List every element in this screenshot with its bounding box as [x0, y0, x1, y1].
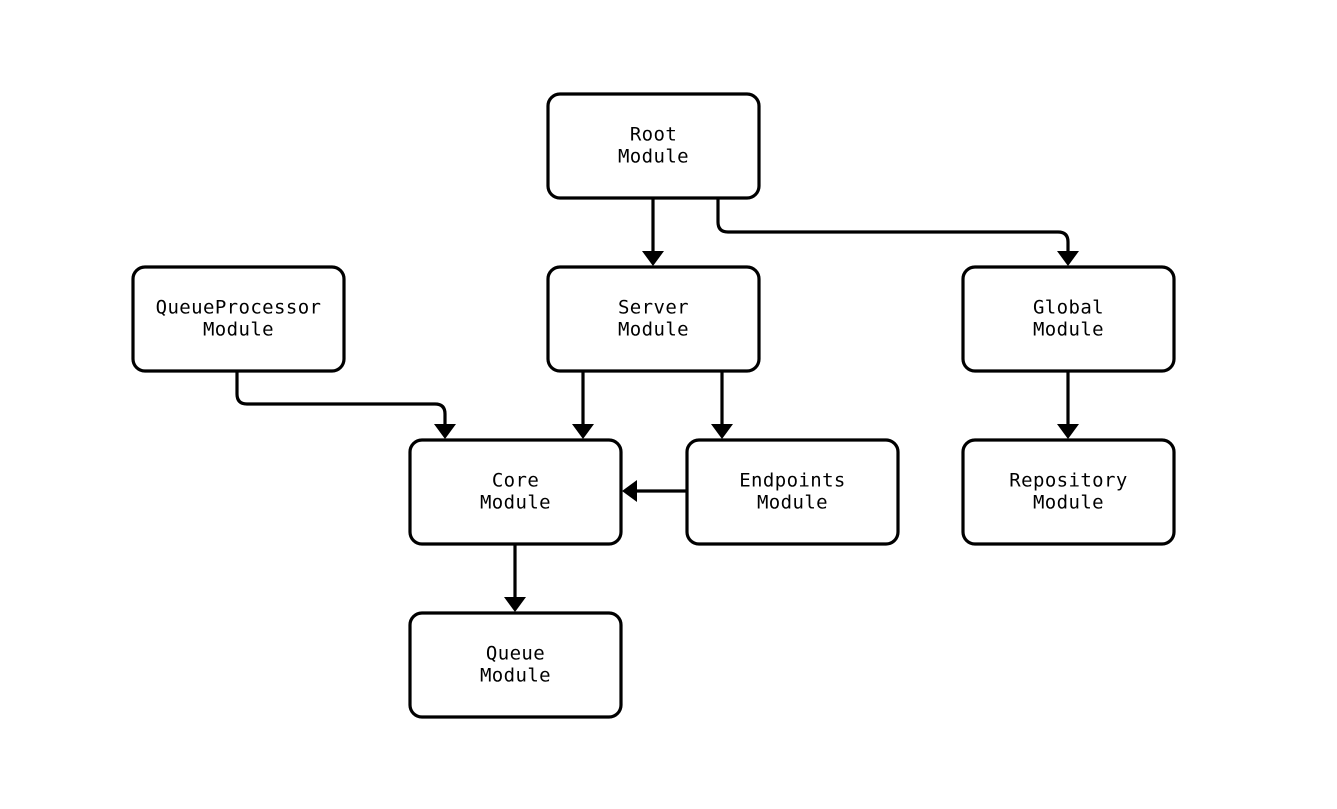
- node-label-line1: Server: [618, 297, 689, 319]
- edge-arrowhead: [504, 597, 526, 612]
- edge-arrowhead: [434, 424, 456, 439]
- edge-arrowhead: [711, 424, 733, 439]
- node-label-line2: Module: [618, 319, 689, 341]
- node-box[interactable]: [408, 438, 623, 546]
- edge-root-to-global: [716, 198, 1079, 266]
- edge-global-to-repository: [1057, 371, 1079, 439]
- node-label-line2: Module: [1033, 492, 1104, 514]
- edge-endpoints-to-core: [622, 480, 687, 502]
- node-box[interactable]: [408, 611, 623, 719]
- node-box[interactable]: [131, 265, 346, 373]
- edge-server-to-core: [572, 371, 594, 439]
- node-label-line2: Module: [480, 665, 551, 687]
- node-label-line1: Core: [492, 470, 539, 492]
- node-label-line2: Module: [480, 492, 551, 514]
- node-label-line2: Module: [618, 146, 689, 168]
- edge-core-to-queue: [504, 544, 526, 612]
- edge-root-to-server: [642, 198, 664, 266]
- node-label-line1: Repository: [1009, 470, 1127, 492]
- node-box[interactable]: [961, 438, 1176, 546]
- node-label-line2: Module: [757, 492, 828, 514]
- edge-arrowhead: [572, 424, 594, 439]
- node-box[interactable]: [546, 265, 761, 373]
- node-box[interactable]: [685, 438, 900, 546]
- nodes-layer: RootModuleQueueProcessorModuleServerModu…: [131, 92, 1176, 719]
- node-box[interactable]: [961, 265, 1176, 373]
- edge-queueprocessor-to-core: [235, 371, 456, 439]
- edge-arrowhead: [1057, 424, 1079, 439]
- edge-server-to-endpoints: [711, 371, 733, 439]
- node-label-line1: Global: [1033, 297, 1104, 319]
- edge-line: [716, 198, 1070, 252]
- edge-arrowhead: [1057, 251, 1079, 266]
- node-label-line1: Endpoints: [739, 470, 846, 492]
- node-box[interactable]: [546, 92, 761, 200]
- node-label-line1: QueueProcessor: [156, 297, 322, 319]
- node-label-line2: Module: [1033, 319, 1104, 341]
- node-label-line1: Queue: [486, 643, 545, 665]
- edge-arrowhead: [622, 480, 637, 502]
- edge-line: [235, 371, 447, 425]
- node-label-line2: Module: [203, 319, 274, 341]
- edge-arrowhead: [642, 251, 664, 266]
- edges-layer: [235, 198, 1079, 612]
- node-label-line1: Root: [630, 124, 677, 146]
